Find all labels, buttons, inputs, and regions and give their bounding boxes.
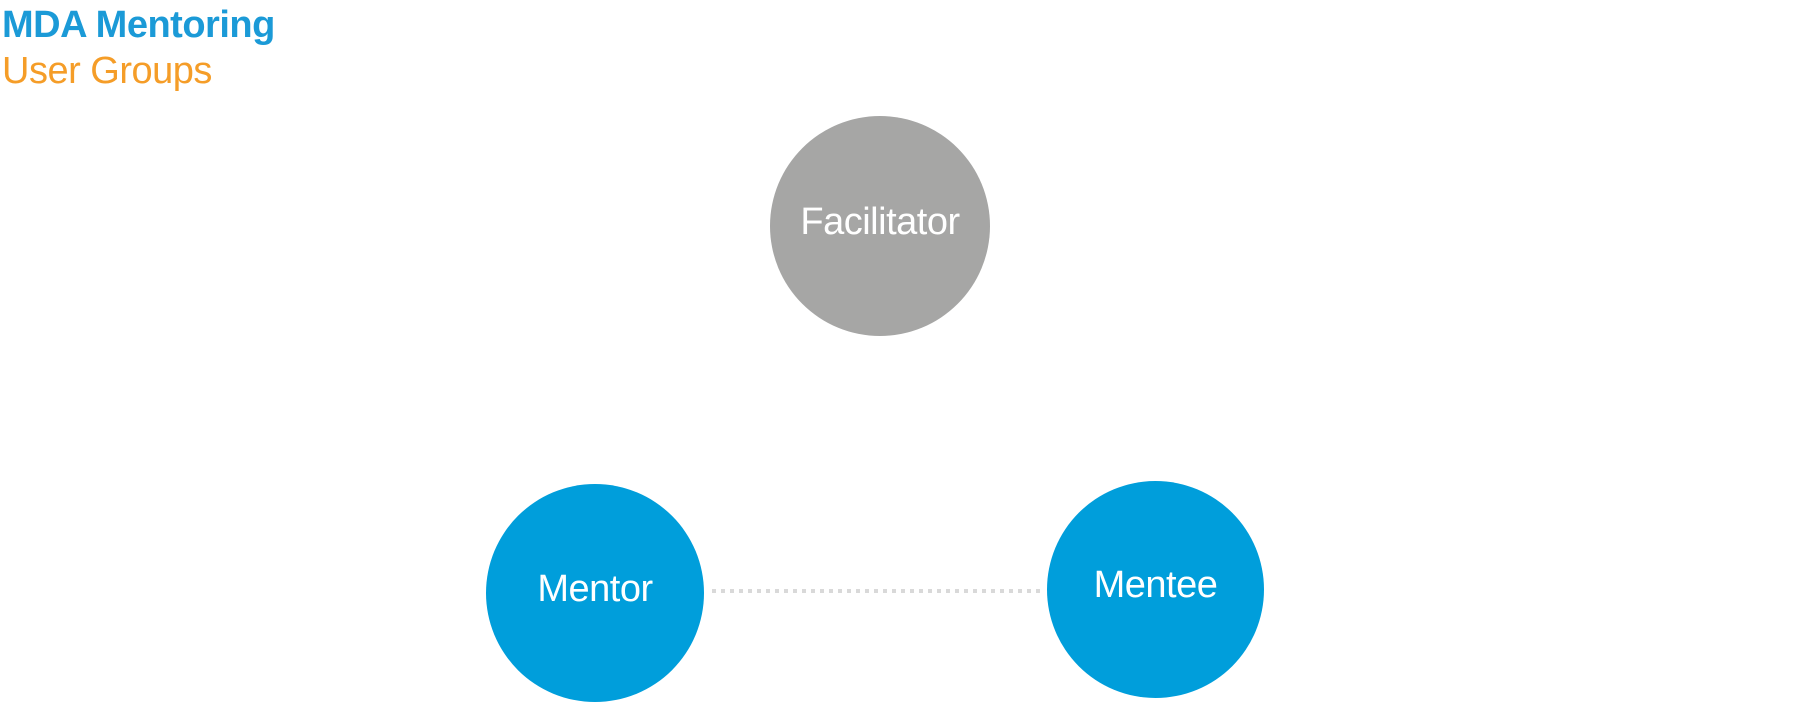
node-mentee-label: Mentee [1093,564,1218,606]
mentor-mentee-dotted-connector [712,589,1043,593]
node-facilitator: Facilitator [770,116,990,336]
app-title: MDA Mentoring [2,4,275,46]
node-facilitator-label: Facilitator [800,200,960,243]
header: MDA Mentoring User Groups [2,2,275,94]
page-title: User Groups [2,50,212,92]
node-mentor-label: Mentor [537,567,653,610]
node-mentor: Mentor [486,484,704,702]
node-mentee: Mentee [1047,481,1264,698]
